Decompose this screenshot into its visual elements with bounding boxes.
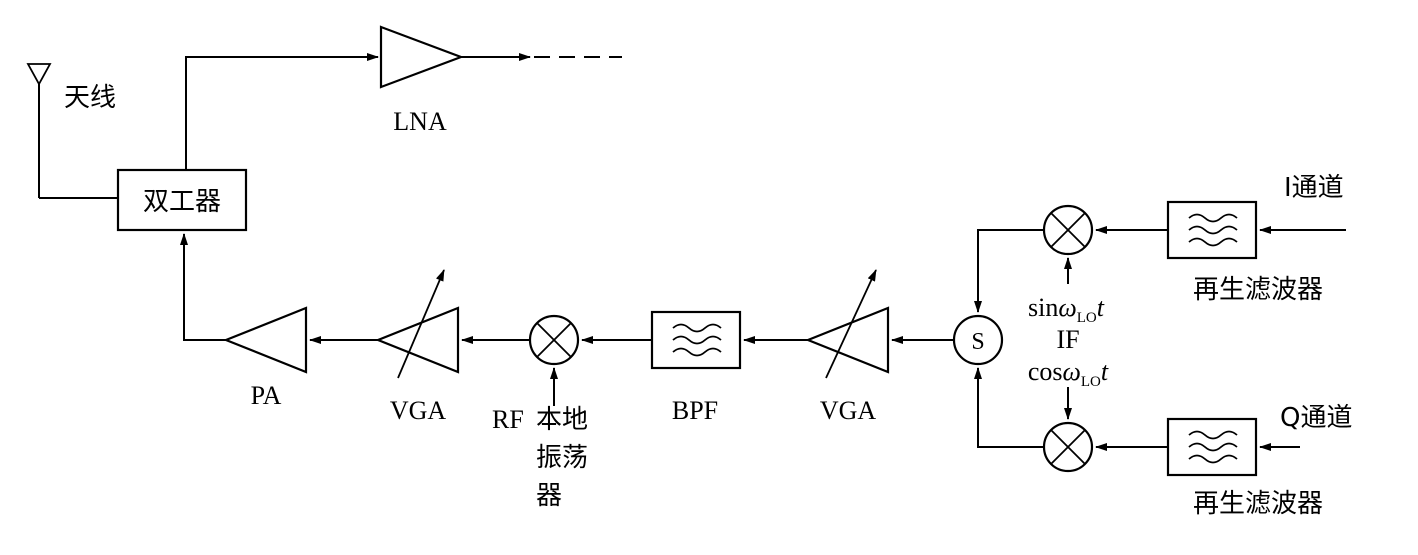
lo-label-line2: 振荡	[536, 443, 588, 473]
q-filter-icon	[1188, 430, 1238, 464]
vga-rx-amplifier	[805, 306, 890, 374]
pa-to-duplexer-wire	[180, 233, 230, 341]
i-filter-icon	[1188, 213, 1238, 247]
pa-label: PA	[251, 381, 282, 410]
i-channel-label: I通道	[1284, 173, 1344, 203]
vga-tx-gain-arrow	[397, 269, 445, 379]
antenna-label: 天线	[64, 83, 116, 113]
q-mixer	[1042, 421, 1094, 473]
i-mixer	[1042, 204, 1094, 256]
duplexer-label: 双工器	[143, 187, 221, 217]
lna-amplifier	[379, 25, 465, 89]
i-mixer-to-summer-wire	[974, 229, 1044, 313]
q-regen-filter-box	[1166, 417, 1258, 477]
q-regen-filter-label: 再生滤波器	[1193, 489, 1323, 519]
bpf-box	[650, 310, 742, 370]
summer-label: S	[971, 329, 984, 355]
pa-amplifier	[223, 306, 308, 374]
bpf-label: BPF	[672, 396, 718, 425]
vga-rx-gain-arrow	[825, 269, 877, 379]
antenna-icon	[26, 63, 118, 199]
rf-label: RF	[492, 405, 524, 434]
lo-label-line3: 器	[536, 481, 562, 511]
if-label: IF	[1056, 325, 1079, 354]
i-regen-filter-label: 再生滤波器	[1193, 275, 1323, 305]
i-regen-filter-box	[1166, 200, 1258, 260]
vga-tx-label: VGA	[390, 396, 447, 425]
summer-node	[952, 314, 1004, 366]
lna-label: LNA	[393, 107, 447, 136]
q-mixer-to-summer-wire	[974, 367, 1044, 448]
bpf-filter-icon	[672, 323, 722, 357]
duplexer-to-lna-wire	[185, 53, 379, 170]
lo-label-line1: 本地	[536, 405, 588, 435]
vga-rx-label: VGA	[820, 396, 877, 425]
q-channel-label: Q通道	[1280, 403, 1352, 433]
rf-mixer	[528, 314, 580, 366]
sin-lo-label: sinωLOt	[1028, 293, 1105, 326]
cos-lo-label: cosωLOt	[1028, 357, 1109, 390]
vga-tx-amplifier	[375, 306, 460, 374]
duplexer-box	[116, 168, 248, 232]
